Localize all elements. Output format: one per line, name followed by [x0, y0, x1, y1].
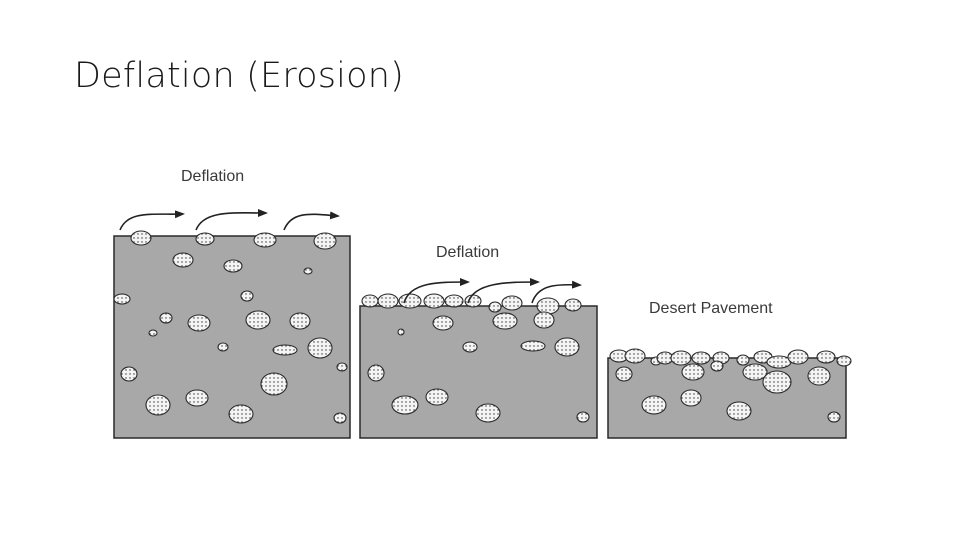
pebble: [228, 404, 254, 424]
pebble: [120, 366, 138, 382]
pebble: [624, 348, 646, 364]
pebble: [836, 355, 852, 367]
pebble: [307, 337, 333, 359]
pebble: [444, 294, 464, 308]
pebble: [336, 362, 348, 372]
pebble: [398, 293, 422, 309]
pebble: [195, 232, 215, 246]
pebble: [253, 232, 277, 248]
pebble: [766, 355, 792, 369]
wind-arrow: [467, 278, 540, 304]
pebble: [681, 363, 705, 381]
pebble: [391, 395, 419, 415]
pebble: [217, 342, 229, 352]
pebble: [159, 312, 173, 324]
pebble: [423, 293, 445, 309]
pebble: [313, 232, 337, 250]
pebble: [187, 314, 211, 332]
pebble: [223, 259, 243, 273]
pebble: [564, 298, 582, 312]
pebble: [245, 310, 271, 330]
slide-title: Deflation (Erosion): [74, 56, 404, 96]
pebble: [520, 340, 546, 352]
pebble: [554, 337, 580, 357]
pebble: [576, 411, 590, 423]
pebble: [536, 297, 560, 315]
pebble: [691, 351, 711, 365]
pebble: [397, 328, 405, 336]
pebble: [172, 252, 194, 268]
wind-arrow: [119, 210, 185, 231]
pebble: [670, 350, 692, 366]
pebble: [333, 412, 347, 424]
diagram-figure: [113, 208, 852, 439]
pebble: [492, 312, 518, 330]
pebbles-panel-2: [361, 293, 590, 423]
pebble: [361, 294, 379, 308]
pebble: [145, 394, 171, 416]
wind-arrow: [283, 211, 340, 231]
pebble: [425, 388, 449, 406]
deflation-label-2: Deflation: [436, 244, 500, 261]
pebble: [762, 370, 792, 394]
pebble: [615, 366, 633, 382]
pebble: [377, 293, 399, 309]
pebble: [462, 341, 478, 353]
pebble: [260, 372, 288, 396]
pebble: [680, 389, 702, 407]
pebble: [113, 293, 131, 305]
wind-arrow: [403, 278, 470, 304]
pebble: [240, 290, 254, 302]
pebbles-panel-1: [113, 230, 348, 424]
pebble: [787, 349, 809, 365]
deflation-diagram: Deflation Deflation Desert Pavement: [108, 160, 853, 445]
desert-pavement-label: Desert Pavement: [649, 300, 773, 317]
pebble: [501, 295, 523, 311]
pebble: [303, 267, 313, 275]
pebble: [148, 329, 158, 337]
wind-arrow: [195, 208, 268, 231]
pebble: [533, 311, 555, 329]
pebble: [641, 395, 667, 415]
pebble: [710, 360, 724, 372]
pebble: [432, 315, 454, 331]
pebble: [736, 354, 750, 366]
pebble: [742, 363, 768, 381]
pebble: [726, 401, 752, 421]
wind-arrow: [531, 280, 582, 304]
pebble: [289, 312, 311, 330]
pebble: [475, 403, 501, 423]
pebble: [807, 366, 831, 386]
pebble: [367, 364, 385, 382]
pebble: [816, 350, 836, 364]
pebble: [185, 389, 209, 407]
pebble: [464, 294, 482, 308]
pebble: [130, 230, 152, 246]
pebble: [488, 301, 502, 313]
pebble: [272, 344, 298, 356]
pebble: [827, 411, 841, 423]
pebbles-panel-3: [609, 348, 852, 423]
deflation-label-1: Deflation: [181, 168, 245, 185]
